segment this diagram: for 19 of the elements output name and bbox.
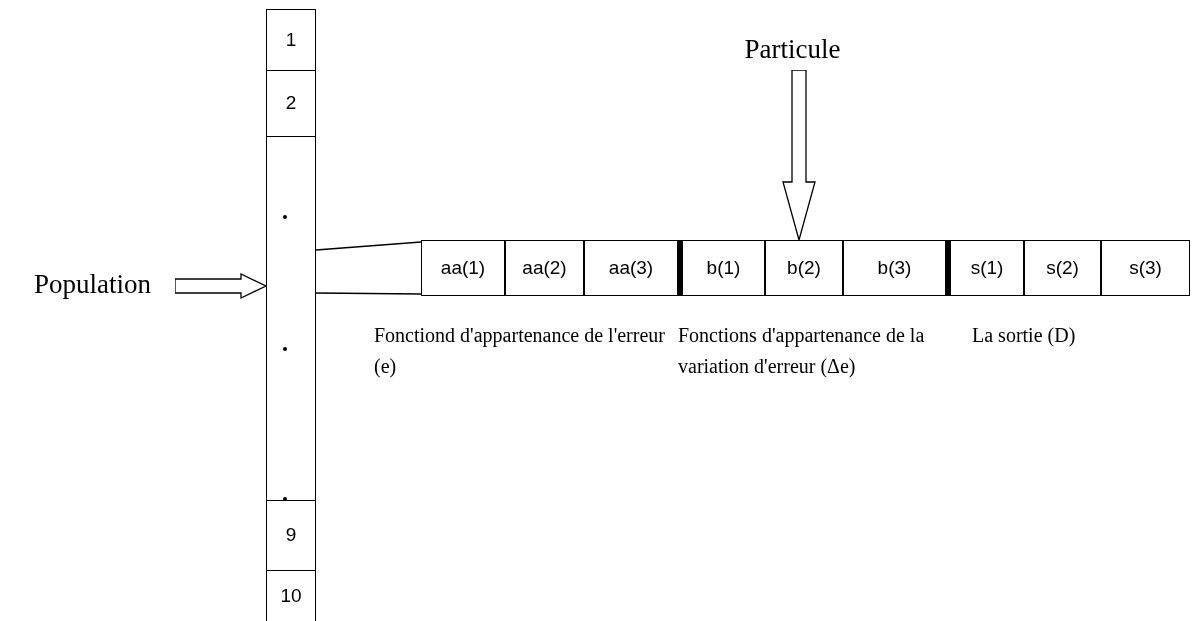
group-caption: La sortie (D)	[972, 323, 1077, 349]
particle-cell: aa(3)	[584, 240, 678, 296]
particle-cell: b(2)	[765, 240, 843, 296]
particle-cell: b(1)	[678, 240, 765, 296]
population-cell: 10	[266, 570, 316, 621]
block-arrow	[782, 69, 816, 243]
population-cell: 1	[266, 9, 316, 71]
block-arrow	[174, 272, 268, 300]
group-caption: Fonctiond d'appartenance de l'erreur (e)	[374, 323, 666, 380]
particle-cell: b(3)	[843, 240, 946, 296]
population-cell: 9	[266, 500, 316, 571]
zoom-line	[315, 292, 422, 295]
particle-cell: s(1)	[946, 240, 1024, 296]
column-cell	[266, 136, 316, 501]
particle-cell: aa(2)	[505, 240, 584, 296]
group-caption: Fonctions d'appartenance de la variation d'erreur (Δe)	[678, 323, 926, 380]
population-cell: 2	[266, 70, 316, 137]
particle-cell: s(2)	[1024, 240, 1101, 296]
zoom-line	[315, 241, 422, 251]
